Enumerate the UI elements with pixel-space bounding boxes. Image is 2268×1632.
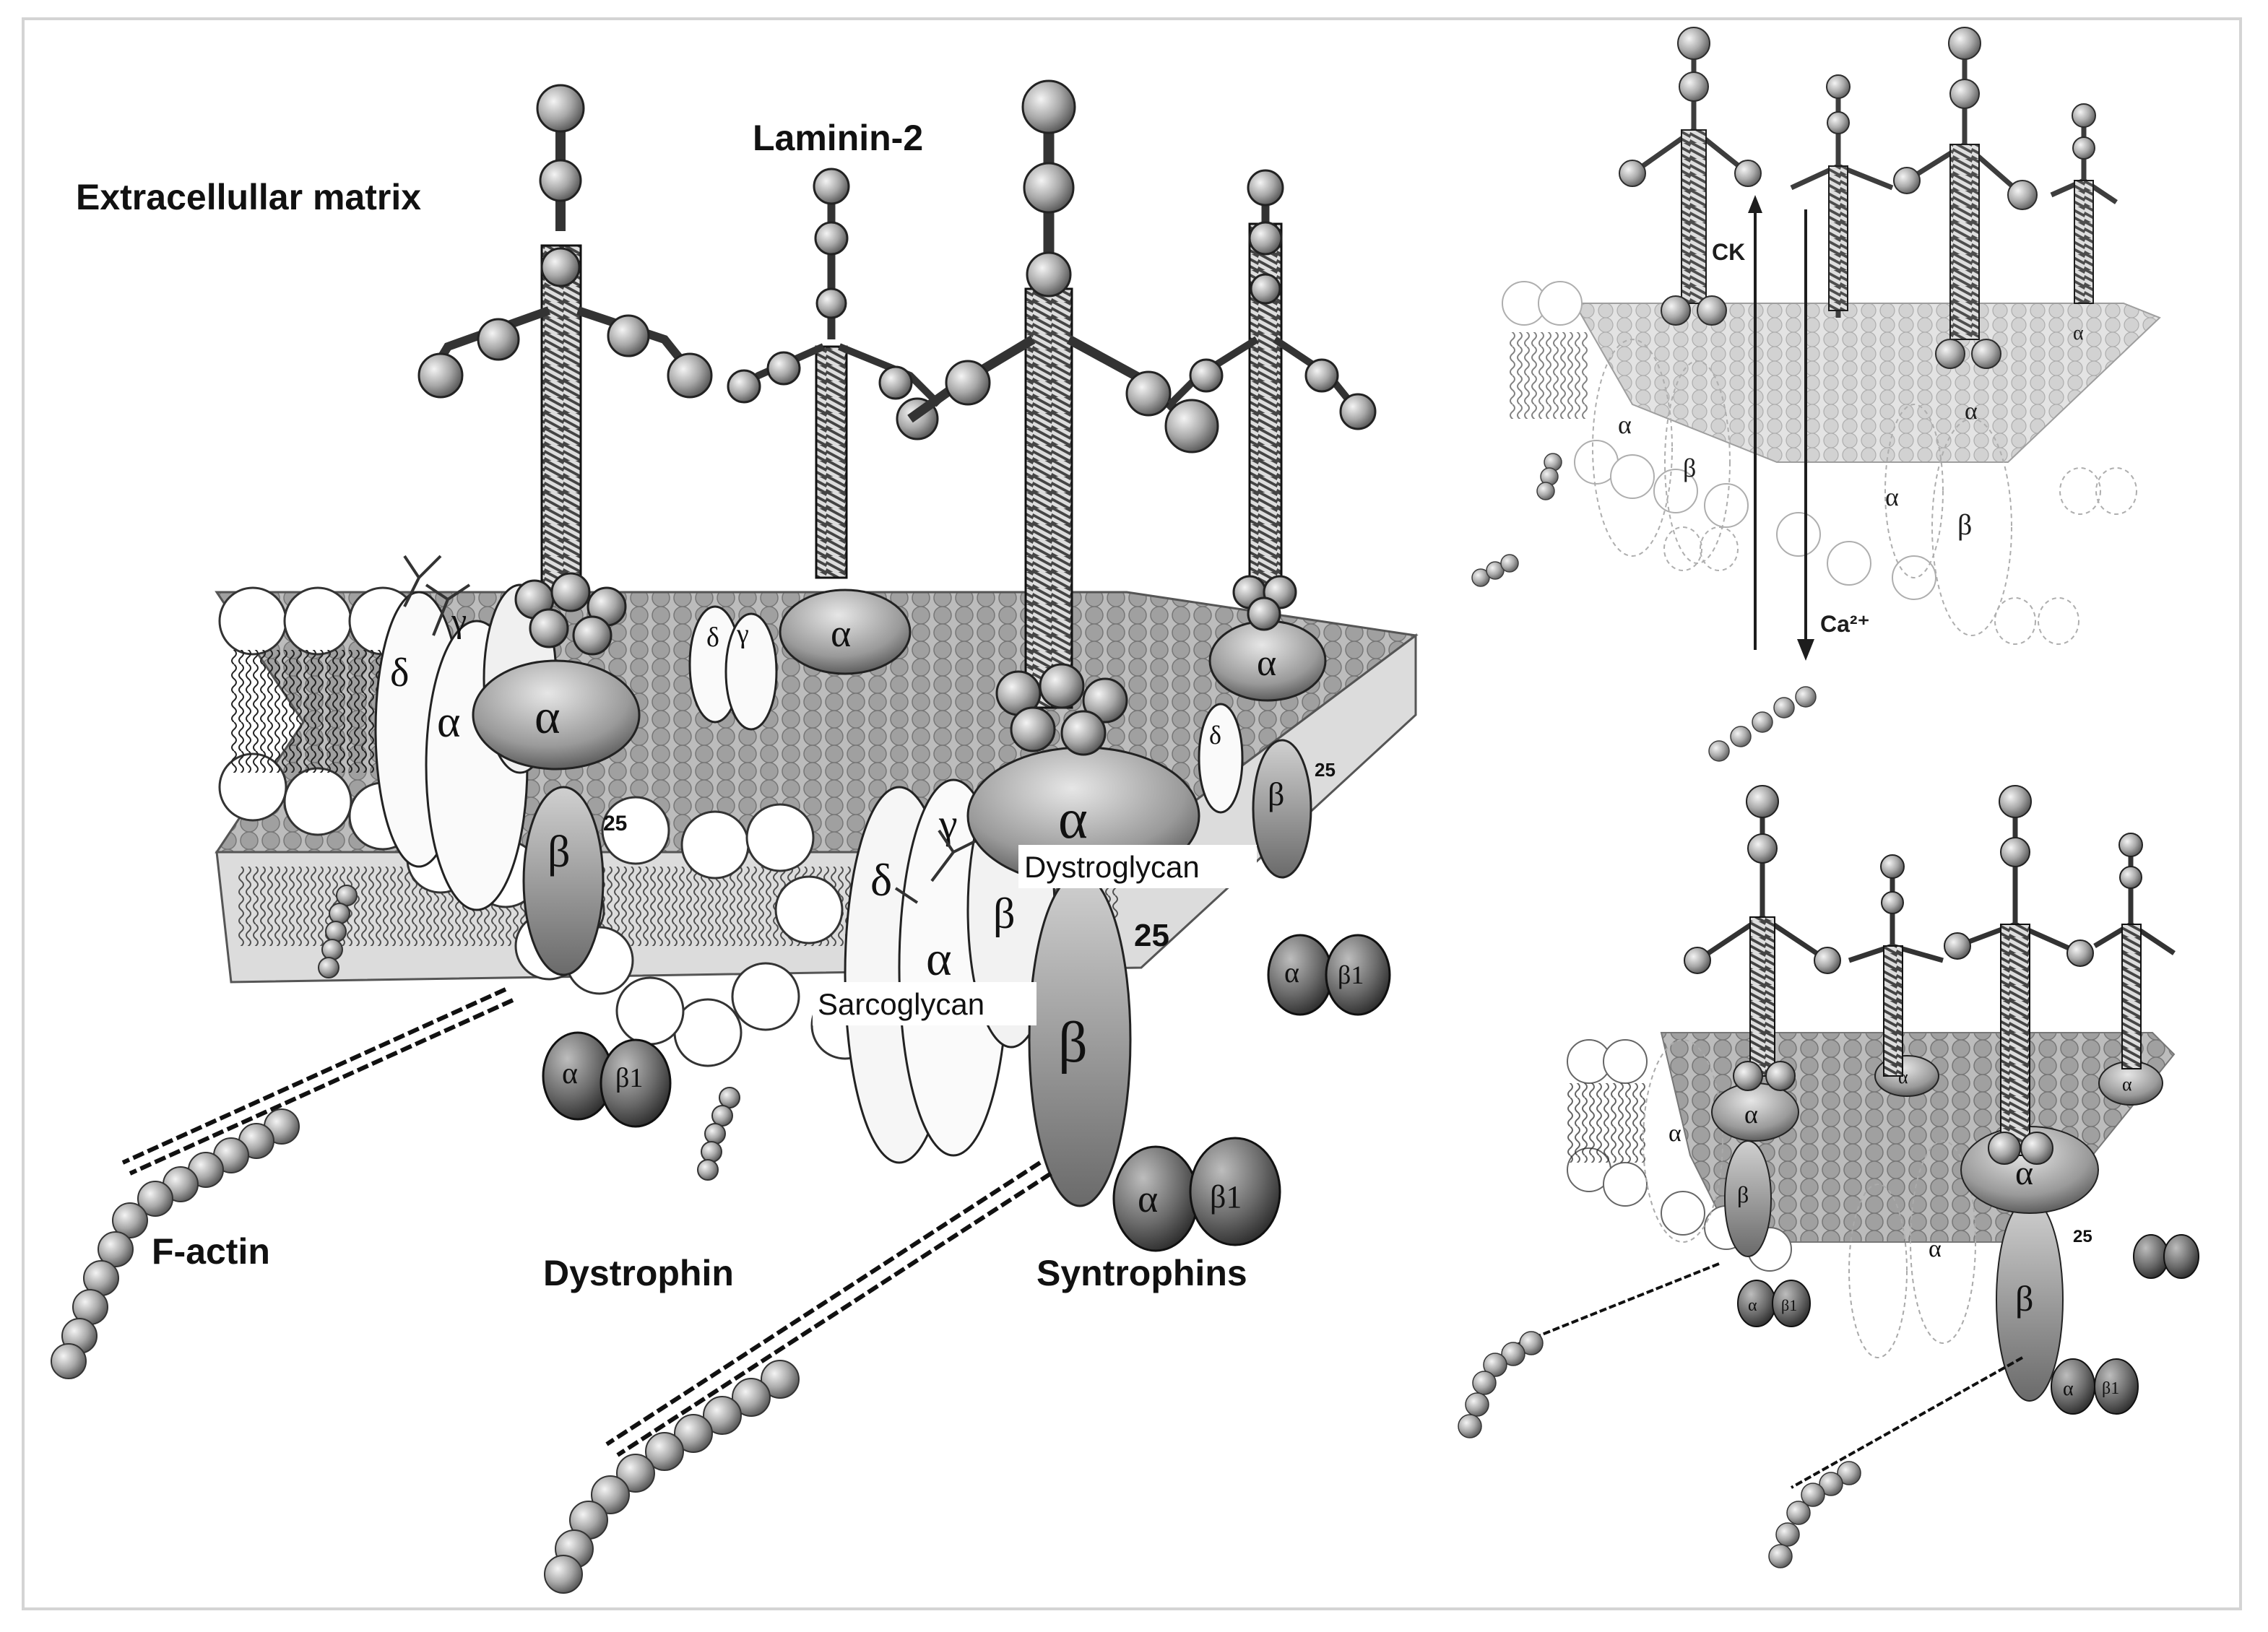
dystroglycan-label: Dystroglycan bbox=[1024, 850, 1200, 884]
beta-label-rightback: β bbox=[1268, 776, 1284, 812]
br-syn-beta-center: β1 bbox=[2102, 1379, 2119, 1398]
glycan-tree-left bbox=[403, 555, 471, 636]
br-syn-alpha-center: α bbox=[2063, 1378, 2074, 1400]
factin-chain-small bbox=[318, 885, 740, 1181]
syntrophin-alpha-left: α bbox=[562, 1057, 578, 1090]
laminin-center bbox=[907, 79, 1219, 756]
laminin-right bbox=[1167, 169, 1377, 631]
alpha-dg-label-back: α bbox=[831, 612, 851, 655]
laminin-left bbox=[417, 84, 713, 656]
sarcospan-left: 25 bbox=[603, 812, 627, 835]
label-syntrophins: Syntrophins bbox=[1036, 1253, 1247, 1293]
label-laminin: Laminin-2 bbox=[753, 118, 923, 158]
br-sarcospan: 25 bbox=[2073, 1227, 2092, 1246]
sarcoglycan-label-bg bbox=[813, 982, 1036, 1025]
gamma-label-center: γ bbox=[938, 800, 958, 847]
dystroglycan-label-bg bbox=[1018, 845, 1257, 888]
label-calcium: Ca²⁺ bbox=[1820, 611, 1869, 637]
br-alpha-faded-2: α bbox=[1929, 1236, 1942, 1262]
syntrophin-alpha-right: α bbox=[1284, 956, 1299, 989]
beta-label-left: β bbox=[547, 828, 571, 877]
syntrophin-beta1-center: β1 bbox=[1210, 1179, 1242, 1215]
tr-beta-2: β bbox=[1957, 508, 1972, 541]
delta-label-center: δ bbox=[870, 854, 892, 906]
label-dystrophin: Dystrophin bbox=[543, 1253, 734, 1293]
sarcospan-rightback: 25 bbox=[1315, 759, 1336, 781]
gamma-label-left: γ bbox=[451, 602, 467, 640]
factin-chain-center bbox=[544, 1360, 800, 1594]
tr-beta-1: β bbox=[1683, 453, 1696, 482]
tr-alpha-1: α bbox=[1618, 410, 1632, 439]
br-syn-alpha-left: α bbox=[1748, 1296, 1757, 1315]
main-panel: δ α γ β 25 α δ γ α α δ bbox=[51, 79, 1419, 1594]
br-syn-beta-left: β1 bbox=[1781, 1296, 1797, 1314]
dystrophin-rods bbox=[121, 987, 1052, 1457]
delta-label-left: δ bbox=[390, 651, 409, 695]
br-alpha-dg-left: α bbox=[1744, 1100, 1758, 1129]
syntrophin-alpha-center: α bbox=[1138, 1177, 1158, 1220]
membrane-top-right bbox=[1573, 303, 2161, 463]
tr-alpha-3: α bbox=[1965, 398, 1978, 425]
br-beta-left: β bbox=[1737, 1181, 1749, 1207]
beta-dg-label-center: β bbox=[1058, 1011, 1088, 1075]
sarcoglycan-back: δ γ α bbox=[688, 589, 912, 731]
alpha-dg-label-rightback: α bbox=[1257, 643, 1276, 684]
dystroglycan-left: β 25 α bbox=[472, 659, 641, 976]
panel-top-right: α β α β α α CK Ca²⁺ bbox=[1471, 27, 2161, 762]
br-alpha-faded: α bbox=[1668, 1120, 1681, 1147]
sarcoglycan-label: Sarcoglycan bbox=[818, 987, 984, 1021]
label-factin: F-actin bbox=[152, 1231, 270, 1272]
tr-alpha-4: α bbox=[2073, 322, 2084, 344]
panel-bottom-right: α α α β α α β α 25 α β1 α β1 bbox=[1458, 785, 2199, 1568]
syntrophin-beta1-left: β1 bbox=[615, 1063, 643, 1093]
delta-label-rightback: δ bbox=[1209, 721, 1221, 750]
syntrophin-beta1-right: β1 bbox=[1338, 960, 1364, 989]
sarcospan-center: 25 bbox=[1134, 918, 1169, 953]
tr-alpha-2: α bbox=[1885, 482, 1899, 511]
syntrophins-left: α β1 bbox=[542, 1031, 672, 1128]
delta-label-back: δ bbox=[706, 622, 719, 653]
syntrophins-center: α β1 bbox=[1112, 1137, 1281, 1252]
dystroglycan-right-back: α δ β 25 α β1 bbox=[1198, 620, 1391, 1016]
br-alpha-rightback: α bbox=[2122, 1074, 2132, 1095]
alpha-sarco-label-left: α bbox=[437, 698, 460, 747]
gamma-label-back: γ bbox=[736, 619, 749, 649]
br-beta-center: β bbox=[2015, 1278, 2033, 1319]
label-ck: CK bbox=[1712, 239, 1745, 265]
factin-chain-left bbox=[51, 1108, 300, 1379]
alpha-dg-label-left: α bbox=[534, 689, 560, 744]
label-extracellular-matrix: Extracellullar matrix bbox=[76, 177, 421, 217]
laminin-second bbox=[727, 168, 942, 579]
lipid-tails-left bbox=[231, 650, 397, 773]
alpha-dg-label-center: α bbox=[1058, 787, 1088, 850]
alpha-sarco-label-center: α bbox=[926, 931, 952, 986]
beta-sarco-label-center: β bbox=[993, 890, 1016, 937]
